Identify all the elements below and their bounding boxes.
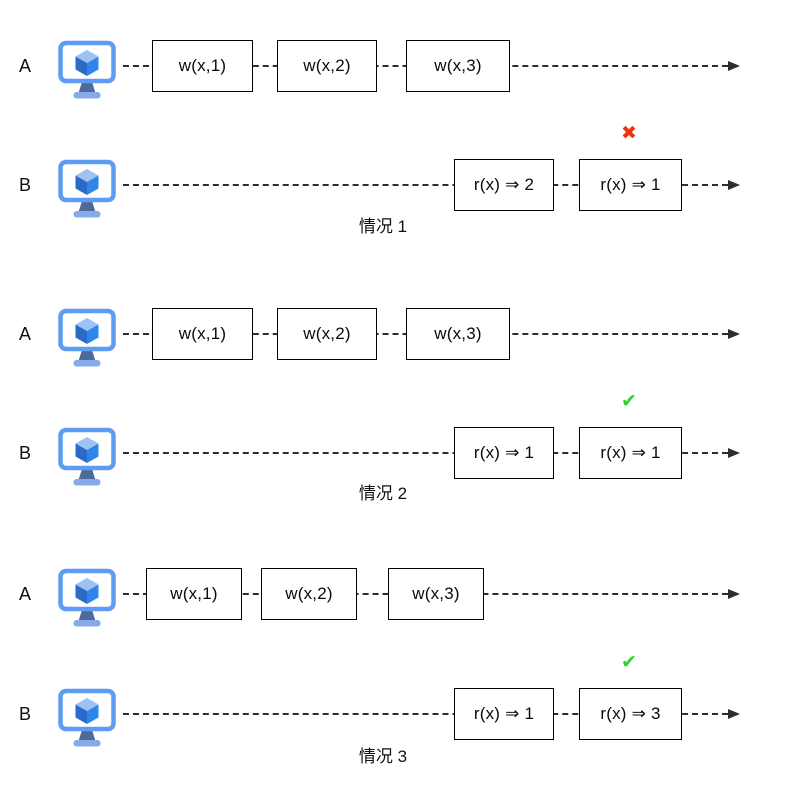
arrow-head-icon [728,589,740,599]
operation-box: r(x) ⇒ 1 [579,159,682,211]
cross-icon: ✖ [621,123,637,144]
operation-box: r(x) ⇒ 3 [579,688,682,740]
operation-box: r(x) ⇒ 1 [454,427,554,479]
vm-monitor-icon [57,568,117,630]
vm-monitor-icon [57,159,117,221]
operation-box: r(x) ⇒ 2 [454,159,554,211]
operation-box: w(x,1) [152,40,253,92]
scenario-caption: 情况 3 [358,747,408,766]
arrow-head-icon [728,329,740,339]
operation-box: w(x,3) [406,40,510,92]
arrow-head-icon [728,709,740,719]
arrow-head-icon [728,180,740,190]
timeline-dashed-line [123,452,728,454]
operation-box: r(x) ⇒ 1 [454,688,554,740]
vm-monitor-icon [57,427,117,489]
operation-box: w(x,3) [388,568,484,620]
scenario-caption: 情况 2 [358,484,408,503]
vm-monitor-icon [57,688,117,750]
vm-monitor-icon [57,40,117,102]
operation-box: w(x,1) [146,568,242,620]
process-label: A [18,324,31,344]
process-label: B [18,443,31,463]
operation-box: w(x,2) [277,40,377,92]
check-icon: ✔ [621,652,637,673]
operation-box: w(x,3) [406,308,510,360]
timeline-dashed-line [123,713,728,715]
operation-box: r(x) ⇒ 1 [579,427,682,479]
check-icon: ✔ [621,391,637,412]
scenario-caption: 情况 1 [358,217,408,236]
operation-box: w(x,2) [277,308,377,360]
vm-monitor-icon [57,308,117,370]
operation-box: w(x,1) [152,308,253,360]
arrow-head-icon [728,61,740,71]
process-label: A [18,56,31,76]
process-label: B [18,175,31,195]
timeline-dashed-line [123,184,728,186]
process-label: B [18,704,31,724]
operation-box: w(x,2) [261,568,357,620]
arrow-head-icon [728,448,740,458]
process-label: A [18,584,31,604]
